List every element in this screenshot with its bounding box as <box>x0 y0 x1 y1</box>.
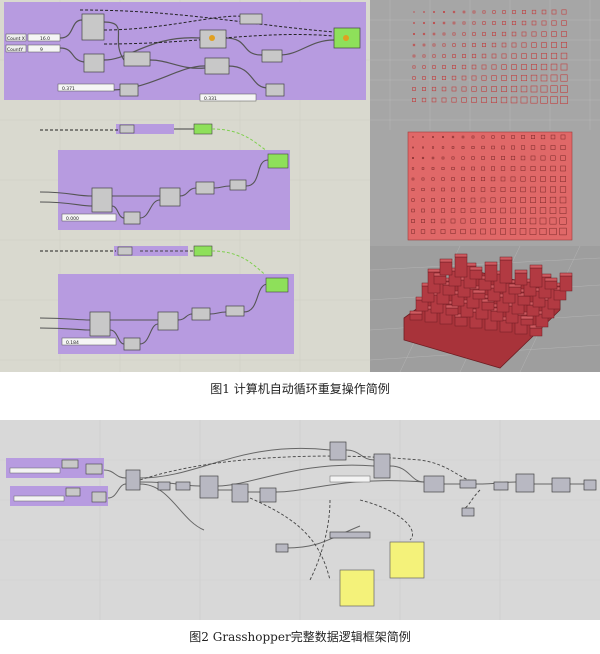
slider-value: 0.371 <box>62 86 75 92</box>
component-node[interactable] <box>493 481 509 491</box>
slider-value: 0.184 <box>66 340 79 346</box>
panel-output[interactable] <box>339 569 375 607</box>
slider-count-x[interactable] <box>27 33 61 42</box>
component-node[interactable] <box>583 479 597 491</box>
component-node[interactable] <box>61 459 79 469</box>
component-node[interactable] <box>199 475 219 499</box>
component-node[interactable] <box>123 337 141 351</box>
output-component[interactable] <box>267 153 289 169</box>
component-node[interactable] <box>275 543 289 553</box>
component-node[interactable] <box>229 179 247 191</box>
viewport-top <box>370 0 600 130</box>
component-node[interactable] <box>515 473 535 493</box>
component-node[interactable] <box>123 211 141 225</box>
slider-value: 0.331 <box>204 96 217 102</box>
figure-1-image: Count X 16.0 CountY 9 0.371 0.331 <box>0 0 600 372</box>
output-component[interactable] <box>265 277 289 293</box>
viewport-3d <box>369 245 600 372</box>
component-node[interactable] <box>373 453 391 479</box>
slider[interactable] <box>57 83 115 92</box>
component-node[interactable] <box>195 181 215 195</box>
component-node[interactable] <box>204 57 230 75</box>
component-node[interactable] <box>91 187 113 213</box>
group-small <box>116 124 174 134</box>
component-node[interactable] <box>125 469 141 491</box>
component-node[interactable] <box>89 311 111 337</box>
component-node[interactable] <box>159 187 181 207</box>
component-node[interactable] <box>423 475 445 493</box>
component-node[interactable] <box>91 491 107 503</box>
input-label-county: CountY <box>7 47 23 53</box>
input-label-countx: Count X <box>7 36 25 42</box>
slider-value: 0.000 <box>66 216 79 222</box>
component-node[interactable] <box>261 49 283 63</box>
component-node[interactable] <box>329 531 371 539</box>
group-main <box>4 2 366 100</box>
figure-2 <box>0 420 600 620</box>
component-node[interactable] <box>157 481 171 491</box>
component-node[interactable] <box>65 487 81 497</box>
slider[interactable] <box>199 93 257 102</box>
component-node[interactable] <box>461 507 475 517</box>
component-node[interactable] <box>551 477 571 493</box>
component-node[interactable] <box>191 307 211 321</box>
component-node[interactable] <box>85 463 103 475</box>
input-value-countx: 16.0 <box>40 36 50 42</box>
viewport-middle <box>370 130 600 246</box>
component-node[interactable] <box>265 83 285 97</box>
component-node[interactable] <box>329 441 347 461</box>
figure-1-caption: 图1 计算机自动循环重复操作简例 <box>210 382 390 396</box>
component-node[interactable] <box>459 479 477 489</box>
component-node[interactable] <box>81 13 105 41</box>
component-node[interactable] <box>231 483 249 503</box>
input-value-county: 9 <box>40 47 43 53</box>
slider[interactable] <box>61 213 117 222</box>
figure-2-image <box>0 420 600 620</box>
figure-2-caption: 图2 Grasshopper完整数据逻辑框架简例 <box>189 630 411 644</box>
component-node[interactable] <box>225 305 245 317</box>
panel-output[interactable] <box>389 541 425 579</box>
component-node[interactable] <box>119 83 139 97</box>
component-node[interactable] <box>175 481 191 491</box>
component-node[interactable] <box>83 53 105 73</box>
component-node[interactable] <box>157 311 179 331</box>
figure-1: Count X 16.0 CountY 9 0.371 0.331 <box>0 0 600 372</box>
component-node[interactable] <box>259 487 277 503</box>
component-node[interactable] <box>239 13 263 25</box>
slider[interactable] <box>61 337 117 346</box>
slider-count-y[interactable] <box>27 44 61 53</box>
component-node[interactable] <box>123 51 151 67</box>
